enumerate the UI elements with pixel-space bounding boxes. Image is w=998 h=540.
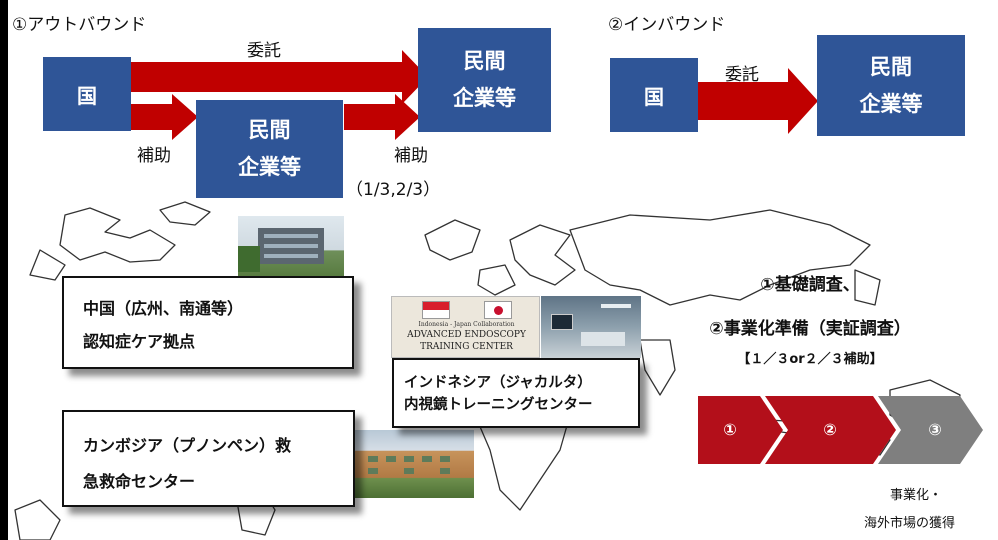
china-card-line1: 中国（広州、南通等） — [83, 299, 244, 318]
chevron-step-2 — [765, 396, 896, 464]
outbound-country-box: 国 — [43, 57, 131, 131]
chevron-step-1 — [698, 396, 783, 464]
commission-arrow — [130, 50, 428, 104]
outbound-title: ①アウトバウンド — [12, 15, 147, 35]
subsidy-arrow-left — [130, 94, 198, 140]
process-chevrons — [698, 396, 983, 464]
outcome-line1: 事業化・ — [890, 488, 943, 503]
china-card-line2: 認知症ケア拠点 — [83, 332, 196, 351]
indonesia-example-card: インドネシア（ジャカルタ） 内視鏡トレーニングセンター — [392, 358, 640, 428]
indonesia-clinic-photo — [541, 296, 641, 358]
banner-line2: ADVANCED ENDOSCOPY — [407, 330, 526, 340]
inbound-arrow-svg — [682, 68, 818, 134]
chevron-step-1-label: ① — [723, 420, 737, 439]
outbound-ratio-label: （1/3,2/3） — [346, 180, 441, 200]
cambodia-card-line1: カンボジア（プノンペン）救 — [83, 436, 292, 455]
indonesia-card-line1: インドネシア（ジャカルタ） — [404, 375, 592, 391]
china-example-card: 中国（広州、南通等） 認知症ケア拠点 — [62, 276, 354, 369]
outbound-subsidy-label-left: 補助 — [137, 146, 171, 166]
chevron-step-2-label: ② — [823, 420, 837, 439]
inbound-commission-arrow — [682, 68, 818, 134]
process-subsidy-note: 【１／３or２／３補助】 — [737, 352, 883, 367]
cambodia-card-line2: 急救命センター — [83, 472, 196, 491]
process-heading-line2: ②事業化準備（実証調査） — [709, 319, 911, 339]
chevron-step-3 — [878, 396, 983, 464]
inbound-country-box: 国 — [610, 58, 698, 132]
indonesia-banner-photo: Indonesia - Japan Collaboration ADVANCED… — [391, 296, 540, 358]
indonesia-card-line2: 内視鏡トレーニングセンター — [404, 397, 593, 413]
outbound-subsidy-label-right: 補助 — [394, 146, 428, 166]
banner-line1: Indonesia - Japan Collaboration — [418, 321, 515, 328]
left-border — [0, 0, 8, 540]
inbound-commission-label: 委託 — [725, 65, 759, 85]
subsidy-arrow-right — [344, 94, 420, 140]
indonesia-flag — [422, 301, 450, 319]
outcome-line2: 海外市場の獲得 — [864, 516, 956, 531]
outbound-private-box-middle: 民間 企業等 — [196, 100, 343, 198]
outbound-commission-label: 委託 — [247, 41, 281, 61]
outbound-arrows — [130, 50, 428, 140]
banner-line3: TRAINING CENTER — [420, 342, 513, 352]
outbound-private-box-right: 民間 企業等 — [418, 28, 551, 132]
chevron-step-3-label: ③ — [928, 420, 942, 439]
china-building-photo — [238, 216, 344, 278]
inbound-title: ②インバウンド — [608, 15, 726, 35]
process-heading-line1: ①基礎調査、 — [760, 275, 860, 295]
cambodia-building-photo — [354, 430, 474, 498]
inbound-private-box: 民間 企業等 — [817, 35, 965, 136]
japan-flag — [484, 301, 512, 319]
cambodia-example-card: カンボジア（プノンペン）救 急救命センター — [62, 410, 355, 507]
